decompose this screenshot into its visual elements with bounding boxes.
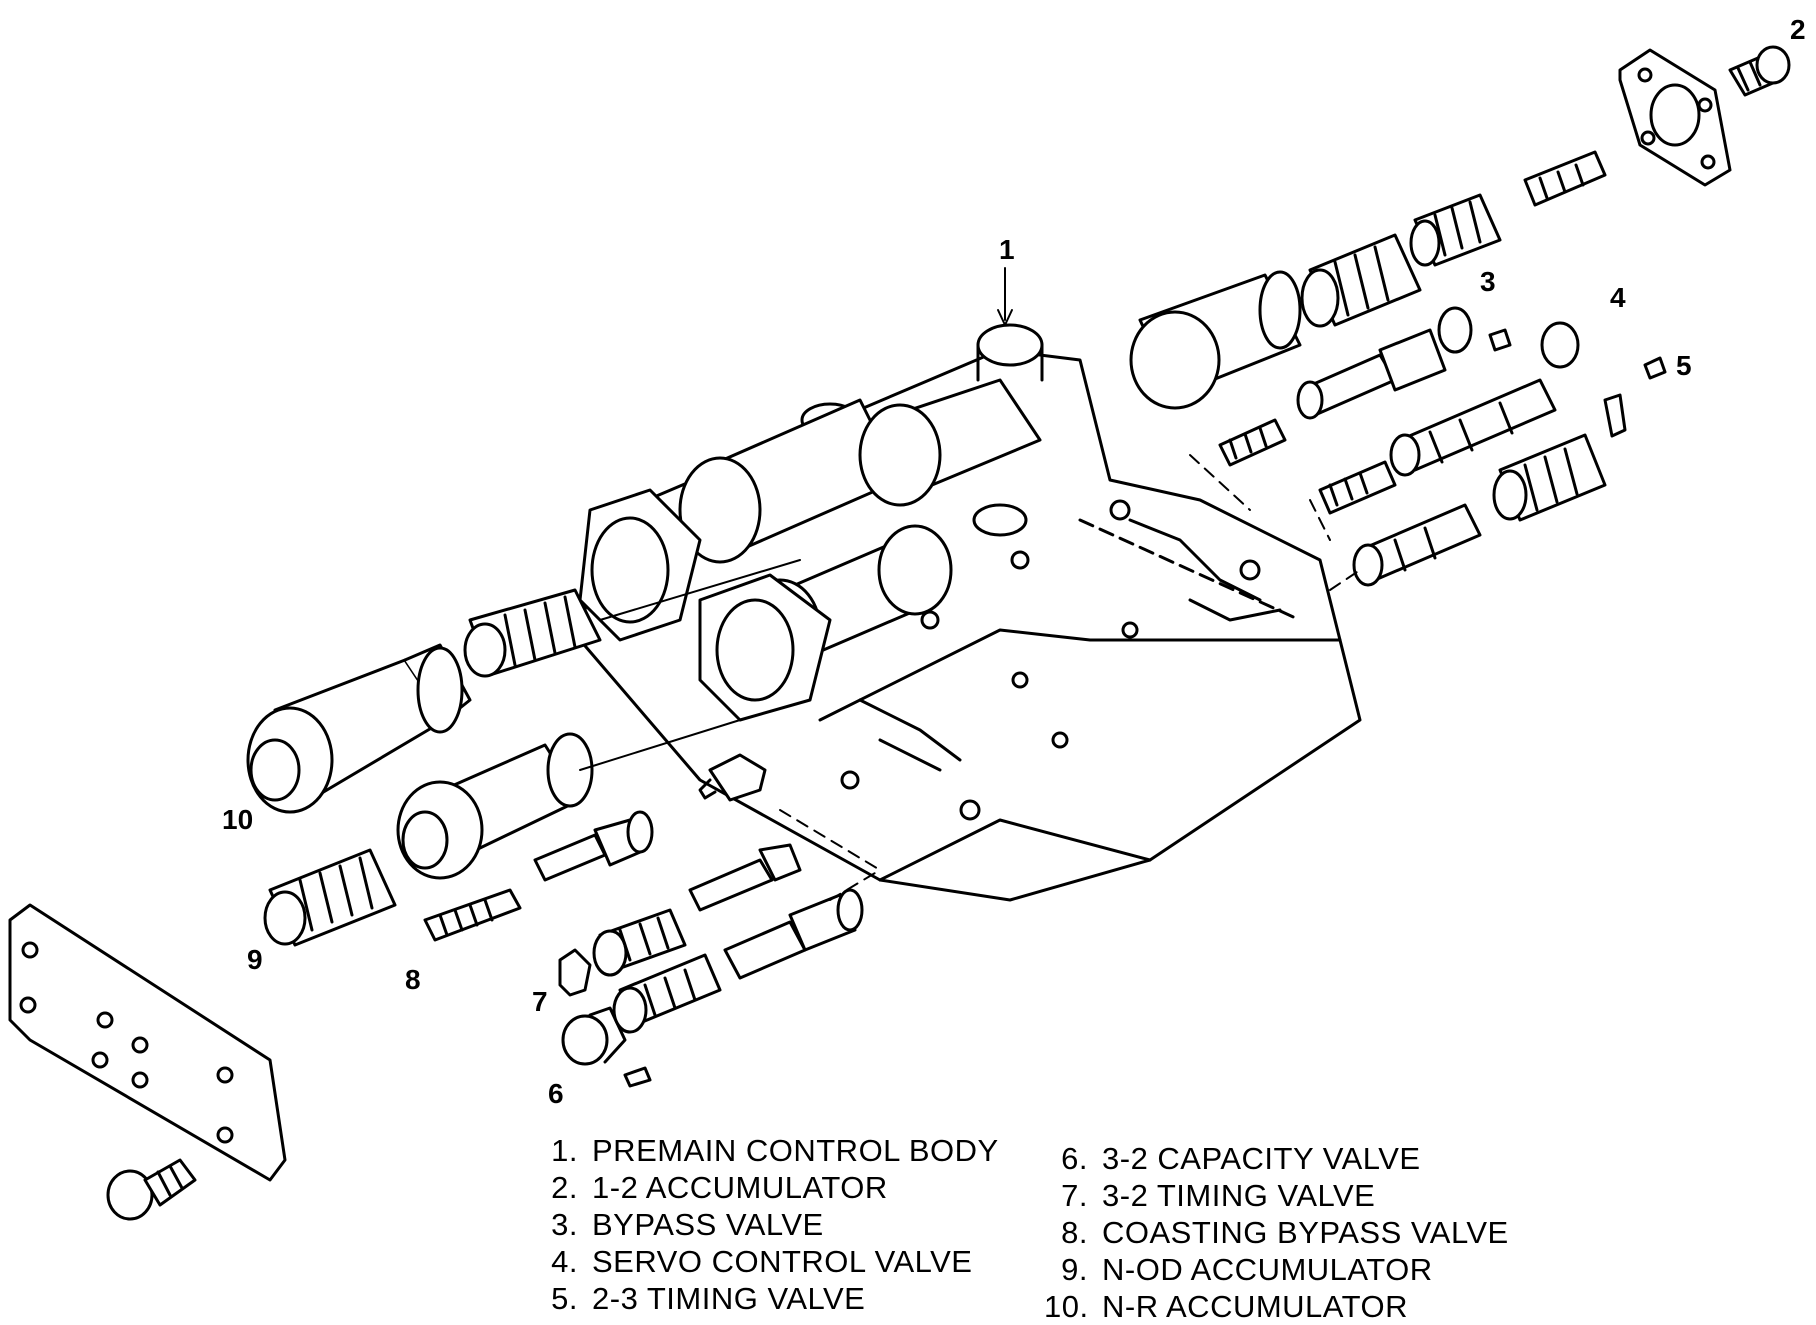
legend-item: 10.N-R ACCUMULATOR	[1044, 1289, 1409, 1324]
callout-6: 6	[548, 1078, 564, 1109]
legend-item: 4.SERVO CONTROL VALVE	[551, 1244, 973, 1279]
callout-1: 1	[999, 234, 1015, 265]
front-gasket-plate	[8, 903, 287, 1182]
3-2-timing-valve	[558, 843, 802, 997]
callout-3: 3	[1480, 266, 1496, 297]
legend-item: 2.1-2 ACCUMULATOR	[551, 1170, 888, 1205]
coasting-bypass-valve	[423, 810, 654, 942]
n-r-accumulator	[246, 643, 472, 814]
rear-gasket-plate	[1618, 48, 1732, 187]
legend-right: 6.3-2 CAPACITY VALVE 7.3-2 TIMING VALVE …	[1044, 1140, 1509, 1325]
servo-control-valve	[1318, 321, 1667, 515]
fitting-plug	[698, 753, 767, 802]
n-r-accumulator-spring	[463, 588, 602, 678]
callout-2: 2	[1790, 14, 1806, 45]
legend-left: 1.PREMAIN CONTROL BODY 2.1-2 ACCUMULATOR…	[534, 1132, 999, 1317]
callout-9: 9	[247, 944, 263, 975]
callout-10: 10	[222, 804, 254, 835]
callout-4: 4	[1610, 282, 1626, 313]
1-2-accumulator-springs	[1300, 150, 1607, 328]
legend-item: 1.PREMAIN CONTROL BODY	[551, 1133, 999, 1168]
callout-5: 5	[1676, 350, 1692, 381]
3-2-capacity-valve	[561, 888, 864, 1088]
legend-item: 9.N-OD ACCUMULATOR	[1061, 1252, 1433, 1287]
callout-1-arrow	[997, 267, 1013, 326]
bypass-valve	[1218, 306, 1512, 467]
front-flanges	[578, 488, 832, 722]
2-3-timing-valve	[1352, 393, 1627, 587]
legend-item: 5.2-3 TIMING VALVE	[551, 1281, 866, 1316]
callout-8: 8	[405, 964, 421, 995]
1-2-accumulator	[1129, 270, 1302, 410]
legend-item: 8.COASTING BYPASS VALVE	[1061, 1215, 1509, 1250]
legend-item: 3.BYPASS VALVE	[551, 1207, 824, 1242]
legend-item: 7.3-2 TIMING VALVE	[1061, 1178, 1376, 1213]
n-od-accumulator	[396, 732, 594, 880]
n-od-accumulator-spring	[263, 848, 397, 947]
front-plate-bolt	[106, 1158, 197, 1221]
callout-7: 7	[532, 986, 548, 1017]
rear-plate-bolt	[1728, 45, 1791, 97]
legend-item: 6.3-2 CAPACITY VALVE	[1061, 1141, 1421, 1176]
alignment-lines	[779, 454, 1361, 901]
